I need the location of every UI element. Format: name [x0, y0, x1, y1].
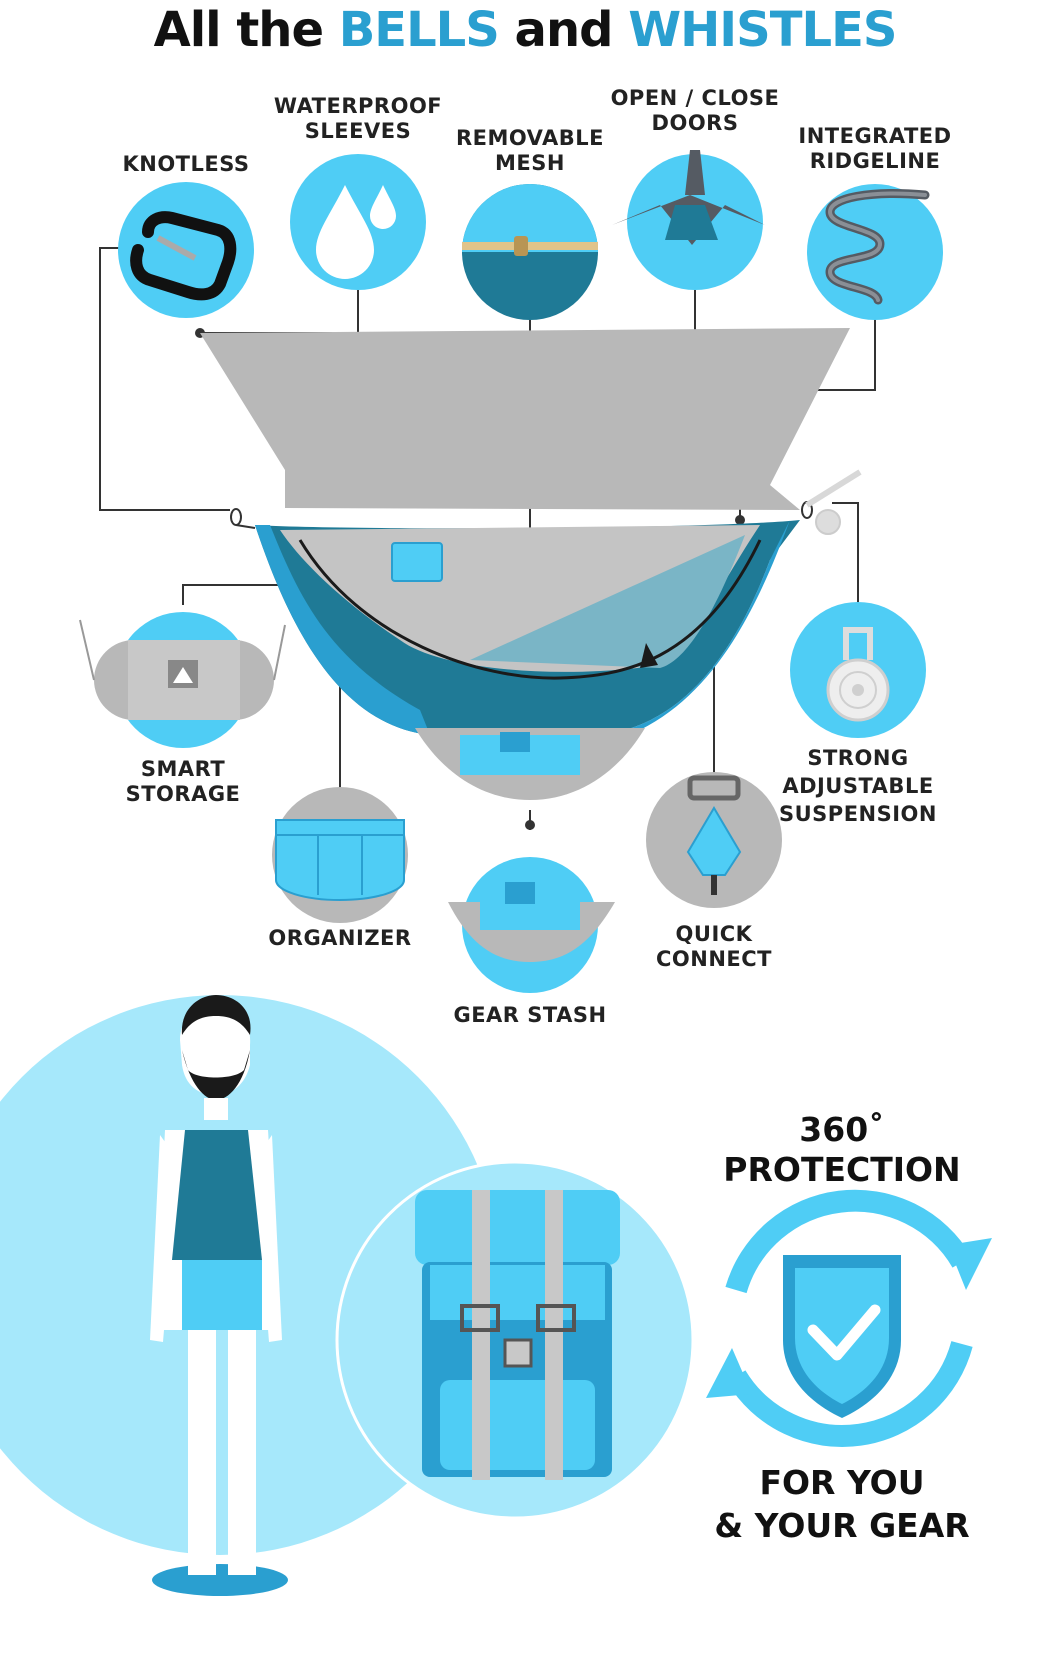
feature-label-line: ADJUSTABLE	[782, 774, 934, 798]
connector-dot	[525, 820, 535, 830]
feature-label-line: MESH	[495, 151, 565, 175]
water-drops-icon	[290, 154, 426, 290]
feature-label-line: STRONG	[807, 746, 909, 770]
backpack-illustration	[415, 1190, 620, 1480]
title-part-1: All the	[153, 2, 339, 58]
feature-label-organizer: ORGANIZER	[245, 926, 435, 951]
feature-label-line: DOORS	[651, 111, 739, 135]
gear-stash-sling	[415, 728, 645, 800]
ridgeline-cord-icon	[807, 184, 943, 320]
title-accent-bells: BELLS	[338, 2, 500, 58]
feature-label-line: REMOVABLE	[455, 126, 604, 150]
feature-label-line: KNOTLESS	[122, 152, 250, 176]
protection-heading: PROTECTION	[723, 1150, 961, 1189]
feature-label-open-close-doors: OPEN / CLOSE DOORS	[595, 86, 795, 136]
feature-label-smart-storage: SMART STORAGE	[93, 757, 273, 807]
feature-label-line: RIDGELINE	[809, 149, 941, 173]
feature-label-knotless: KNOTLESS	[106, 152, 266, 177]
suspension-left	[230, 508, 256, 529]
shield-check-icon	[706, 1189, 992, 1447]
feature-label-strong-adjustable-suspension: STRONG ADJUSTABLE SUSPENSION	[758, 744, 958, 828]
feature-label-line: WATERPROOF	[273, 94, 443, 118]
feature-label-integrated-ridgeline: INTEGRATED RIDGELINE	[770, 124, 980, 174]
suspension-right	[801, 469, 862, 535]
feature-label-gear-stash: GEAR STASH	[430, 1003, 630, 1028]
feature-label-line: SMART	[140, 757, 226, 781]
feature-label-line: STORAGE	[125, 782, 241, 806]
feature-label-line: OPEN / CLOSE	[610, 86, 780, 110]
protection-for-you: FOR YOU	[759, 1463, 925, 1502]
feature-label-line: INTEGRATED	[798, 124, 952, 148]
quick-connect-buckle-icon	[646, 772, 782, 908]
feature-label-line: CONNECT	[656, 947, 772, 971]
gear-sling-icon	[448, 857, 615, 993]
title-part-2: and	[498, 2, 629, 58]
strap-roll-icon	[790, 602, 926, 738]
stuff-sack-icon	[79, 612, 286, 748]
feature-label-line: SUSPENSION	[779, 802, 937, 826]
feature-label-waterproof-sleeves: WATERPROOF SLEEVES	[258, 94, 458, 144]
connector-dot	[735, 515, 745, 525]
feature-label-line: GEAR STASH	[453, 1003, 607, 1027]
person-illustration	[150, 995, 288, 1596]
protection-360: 360˚	[799, 1110, 885, 1149]
quick-connect-clip	[640, 643, 658, 668]
carabiner-icon	[118, 182, 254, 318]
feature-label-line: SLEEVES	[304, 119, 412, 143]
organizer-pouch-icon	[272, 787, 408, 923]
organizer-pocket	[391, 542, 443, 582]
tarp-doors-icon	[612, 150, 765, 290]
feature-label-line: QUICK	[675, 922, 753, 946]
zipper-mesh-icon	[462, 184, 598, 320]
hammock-body	[255, 520, 800, 735]
feature-label-line: ORGANIZER	[268, 926, 412, 950]
protection-your-gear: & YOUR GEAR	[714, 1506, 970, 1545]
feature-label-quick-connect: QUICK CONNECT	[624, 922, 804, 972]
rain-tarp	[200, 328, 850, 510]
feature-label-removable-mesh: REMOVABLE MESH	[430, 126, 630, 176]
title-accent-whistles: WHISTLES	[628, 2, 897, 58]
page-title: All the BELLS and WHISTLES	[0, 2, 1050, 58]
